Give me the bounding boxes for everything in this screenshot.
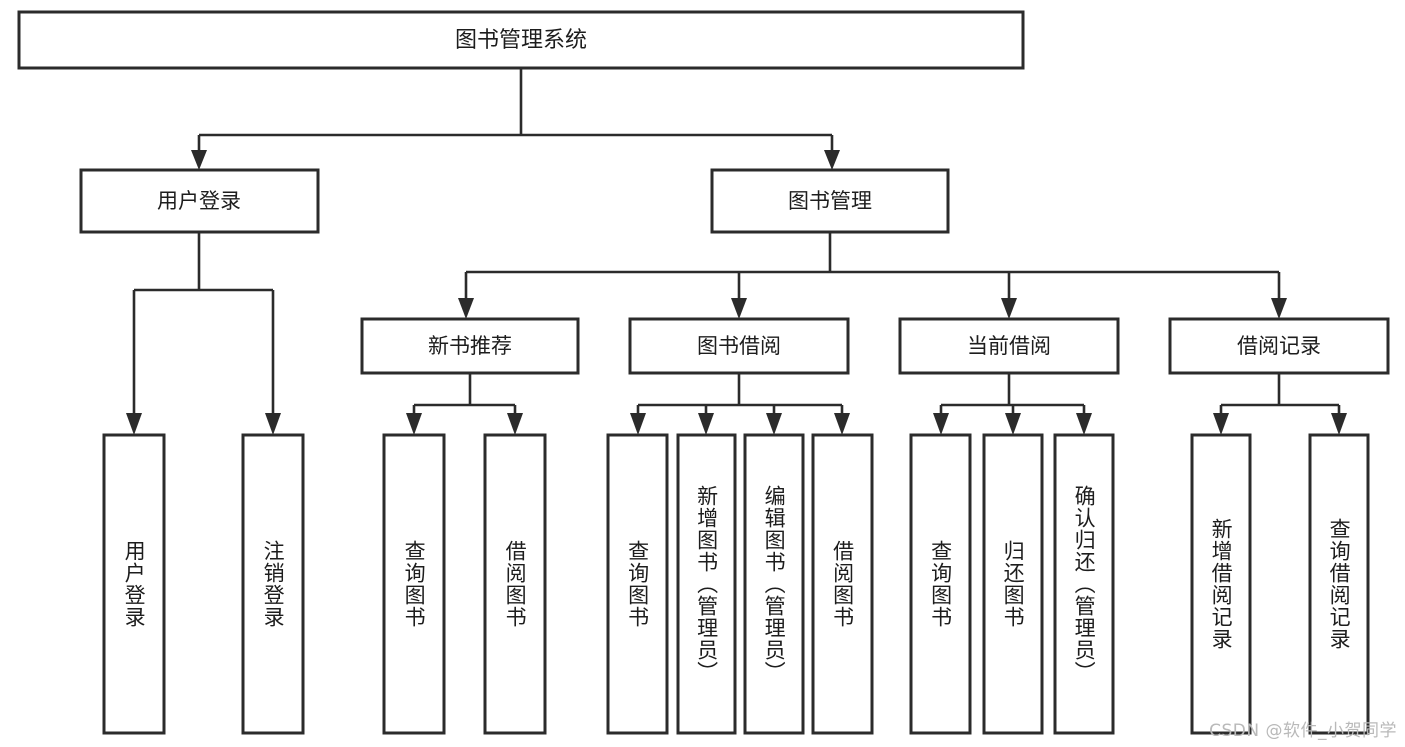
- arrow-head-leaf-borrow-book-rec: [507, 413, 523, 435]
- leaf-query-book-rec-box[interactable]: [382, 433, 446, 735]
- node-user-login-box[interactable]: [79, 168, 320, 234]
- arrow-head-leaf-user-login: [126, 413, 142, 435]
- node-user-login-label: 用户登录: [157, 189, 241, 213]
- arrow-head-leaf-query-book-cur: [933, 413, 949, 435]
- connector-root-to-level1: [191, 68, 840, 170]
- node-current-borrow-label: 当前借阅: [967, 334, 1051, 358]
- node-root[interactable]: 图书管理系统: [17, 10, 1025, 70]
- arrow-head-new-book-recommend: [458, 298, 474, 319]
- arrow-head-leaf-confirm-return: [1076, 413, 1092, 435]
- node-root-box[interactable]: [17, 10, 1025, 70]
- arrow-head-leaf-add-record: [1213, 413, 1229, 435]
- node-current-borrow-box[interactable]: [898, 317, 1120, 375]
- arrow-head-leaf-edit-book: [766, 413, 782, 435]
- leaf-query-record-box[interactable]: [1308, 433, 1370, 735]
- leaf-borrow-book-box[interactable]: [811, 433, 874, 735]
- leaf-add-book-box[interactable]: [676, 433, 737, 735]
- leaf-confirm-return-box[interactable]: [1053, 433, 1115, 735]
- arrow-head-book-manage: [824, 150, 840, 170]
- leaf-edit-book-box[interactable]: [743, 433, 805, 735]
- leaf-boxes: [102, 433, 1370, 735]
- node-book-borrow-box[interactable]: [628, 317, 850, 375]
- node-book-manage-label: 图书管理: [788, 189, 872, 213]
- leaf-logout-box[interactable]: [241, 433, 305, 735]
- arrow-head-borrow-record: [1271, 298, 1287, 319]
- connector-book-borrow-to-leaves: [630, 373, 850, 435]
- node-book-borrow[interactable]: 图书借阅: [628, 317, 850, 375]
- node-book-manage-box[interactable]: [710, 168, 950, 234]
- connector-book-manage-to-level2: [458, 232, 1287, 319]
- arrow-head-leaf-return-book: [1005, 413, 1021, 435]
- arrow-head-current-borrow: [1001, 298, 1017, 319]
- arrow-head-leaf-logout: [265, 413, 281, 435]
- arrow-head-leaf-query-book-rec: [406, 413, 422, 435]
- connector-borrow-record-to-leaves: [1213, 373, 1347, 435]
- node-borrow-record[interactable]: 借阅记录: [1168, 317, 1390, 375]
- leaf-query-book-borrow-box[interactable]: [606, 433, 669, 735]
- node-current-borrow[interactable]: 当前借阅: [898, 317, 1120, 375]
- node-new-book-recommend-box[interactable]: [360, 317, 580, 375]
- leaf-user-login-box[interactable]: [102, 433, 166, 735]
- leaf-query-book-cur-box[interactable]: [909, 433, 972, 735]
- connector-new-book-recommend-to-leaves: [406, 373, 523, 435]
- node-book-manage[interactable]: 图书管理: [710, 168, 950, 234]
- node-new-book-recommend[interactable]: 新书推荐: [360, 317, 580, 375]
- connector-user-login-to-leaves: [126, 232, 281, 435]
- node-book-borrow-label: 图书借阅: [697, 334, 781, 358]
- watermark: CSDN @软件_小贺同学: [1209, 721, 1397, 741]
- node-new-book-recommend-label: 新书推荐: [428, 334, 512, 358]
- node-root-label: 图书管理系统: [455, 28, 587, 53]
- arrow-head-leaf-query-book-borrow: [630, 413, 646, 435]
- node-user-login[interactable]: 用户登录: [79, 168, 320, 234]
- arrow-head-leaf-add-book: [698, 413, 714, 435]
- arrow-head-leaf-query-record: [1331, 413, 1347, 435]
- node-borrow-record-box[interactable]: [1168, 317, 1390, 375]
- connector-current-borrow-to-leaves: [933, 373, 1092, 435]
- arrow-head-user-login: [191, 150, 207, 170]
- arrow-head-book-borrow: [731, 298, 747, 319]
- leaf-add-record-box[interactable]: [1190, 433, 1252, 735]
- arrow-head-leaf-borrow-book: [834, 413, 850, 435]
- leaf-borrow-book-rec-box[interactable]: [483, 433, 547, 735]
- leaf-return-book-box[interactable]: [982, 433, 1044, 735]
- node-borrow-record-label: 借阅记录: [1237, 334, 1321, 358]
